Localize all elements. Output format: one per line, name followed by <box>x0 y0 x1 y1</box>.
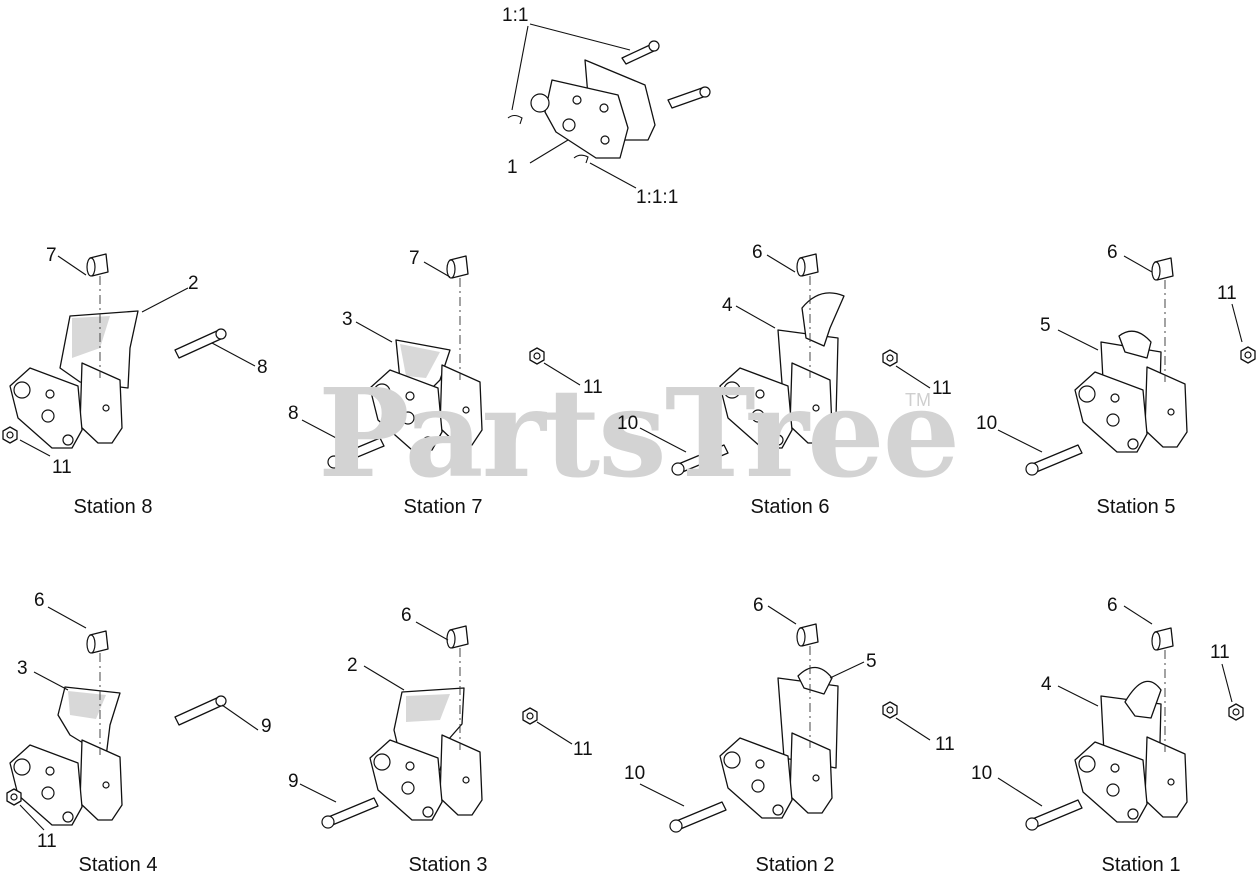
station-1-drawing <box>1074 627 1188 823</box>
callout-s2-b: 5 <box>866 651 877 672</box>
callout-s7-b: 3 <box>342 309 353 330</box>
station-2-drawing <box>719 623 839 819</box>
station-3-label: Station 3 <box>408 854 488 876</box>
callout-s3-d: 9 <box>288 771 299 792</box>
callout-s5-c: 5 <box>1040 315 1051 336</box>
callout-s3-b: 2 <box>347 655 358 676</box>
callout-s8-b: 2 <box>188 273 199 294</box>
callout-s4-b: 3 <box>17 658 28 679</box>
station-2-label: Station 2 <box>755 854 835 876</box>
callout-s5-d: 10 <box>976 413 998 434</box>
callout-s6-d: 10 <box>617 413 639 434</box>
station-6-label: Station 6 <box>750 496 830 518</box>
callout-top-1: 1 <box>507 157 518 178</box>
callout-s2-d: 10 <box>624 763 646 784</box>
station-4-label: Station 4 <box>78 854 158 876</box>
callout-s5-a: 6 <box>1107 242 1118 263</box>
callout-s8-a: 7 <box>46 245 57 266</box>
callout-s6-a: 6 <box>752 242 763 263</box>
callout-s1-c: 4 <box>1041 674 1052 695</box>
station-4-drawing <box>9 630 123 826</box>
callout-s6-c: 11 <box>932 378 952 399</box>
callout-s1-b: 11 <box>1210 642 1230 663</box>
callout-s5-b: 11 <box>1217 283 1237 304</box>
callout-s3-c: 11 <box>573 739 593 760</box>
station-3-drawing <box>369 625 483 821</box>
callout-top-1-1: 1:1 <box>502 5 529 26</box>
callout-s4-a: 6 <box>34 590 45 611</box>
callout-s6-b: 4 <box>722 295 733 316</box>
callout-s1-d: 10 <box>971 763 993 784</box>
callout-s4-c: 9 <box>261 716 272 737</box>
callout-s3-a: 6 <box>401 605 412 626</box>
station-8-label: Station 8 <box>73 496 153 518</box>
station-7-drawing <box>369 255 483 451</box>
station-5-drawing <box>1074 257 1188 453</box>
callout-s7-a: 7 <box>409 248 420 269</box>
callout-s8-c: 8 <box>257 357 268 378</box>
station-5-label: Station 5 <box>1096 496 1176 518</box>
station-4-pin <box>174 695 227 726</box>
station-8-drawing <box>9 253 139 449</box>
top-assembly-drawing <box>507 23 711 189</box>
callout-s4-d: 11 <box>37 831 57 852</box>
callout-s7-d: 8 <box>288 403 299 424</box>
callout-s7-c: 11 <box>583 377 603 398</box>
callout-s8-d: 11 <box>52 457 72 478</box>
station-6-drawing <box>719 253 845 449</box>
callout-top-1-1-1: 1:1:1 <box>636 187 679 208</box>
callout-s2-a: 6 <box>753 595 764 616</box>
station-8-pin <box>174 328 227 359</box>
callout-s2-c: 11 <box>935 734 955 755</box>
callout-s1-a: 6 <box>1107 595 1118 616</box>
station-1-label: Station 1 <box>1101 854 1181 876</box>
station-7-label: Station 7 <box>403 496 483 518</box>
